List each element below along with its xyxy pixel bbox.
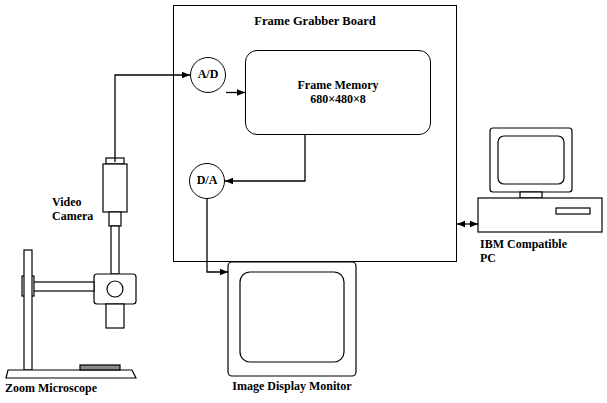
objective (106, 304, 124, 328)
camera-adapter (109, 212, 121, 226)
signal-line (115, 75, 190, 162)
figure-label: Image Display Monitor (198, 380, 386, 394)
specimen (80, 365, 120, 370)
zoom-knob (107, 281, 123, 297)
converter-circle: A/D (190, 57, 226, 93)
pc-case (478, 198, 602, 232)
converter-label: A/D (198, 68, 219, 82)
monitor-figure: Image Display Monitor (228, 262, 356, 376)
signal-line (225, 135, 305, 181)
converter-label: D/A (197, 174, 218, 188)
monitor-case (228, 262, 356, 376)
pc-screen (498, 136, 564, 184)
figure-label: Zoom Microscope (5, 382, 145, 396)
signal-line (457, 223, 478, 224)
memory-label: 680×480×8 (310, 93, 366, 107)
base (6, 370, 136, 378)
figure-label: Video Camera (52, 196, 100, 224)
zoom-head (94, 274, 136, 304)
memory-label: Frame Memory (298, 79, 379, 93)
board-title: Frame Grabber Board (174, 6, 456, 28)
monitor-screen (240, 272, 344, 362)
microscope-figure: Zoom Microscope (5, 215, 136, 378)
camera-body (103, 164, 127, 212)
figure-label: IBM Compatible PC (480, 238, 584, 266)
converter-circle: D/A (189, 163, 225, 199)
signal-line (226, 92, 245, 93)
pc-figure: IBM Compatible PC (478, 128, 602, 232)
pc-drive (556, 208, 590, 214)
board-box: Frame Grabber BoardA/D Frame Memory680×48… (173, 5, 457, 262)
pc-stand (520, 192, 542, 198)
pillar (24, 250, 32, 370)
pc-monitor (490, 128, 572, 192)
arm (30, 282, 94, 291)
camera-figure: Video Camera (103, 162, 127, 212)
memory-box: Frame Memory680×480×8 (245, 50, 431, 135)
microscope-tube (111, 226, 119, 274)
